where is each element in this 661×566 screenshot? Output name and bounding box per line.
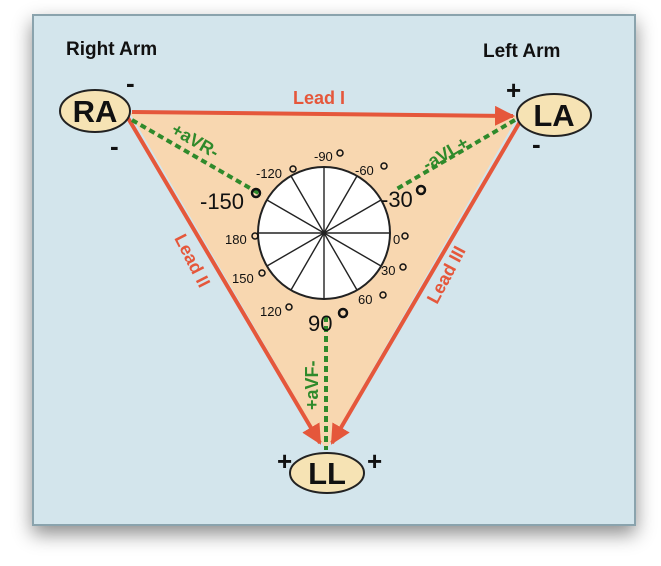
ra-bottom-sign: - [110, 131, 119, 161]
deg-symbol [415, 184, 427, 196]
la-label: LA [533, 98, 574, 133]
deg-150: 150 [232, 271, 254, 286]
lead-i-label: Lead I [293, 88, 345, 108]
deg-symbol [285, 303, 293, 311]
avf-label: +aVF- [302, 360, 322, 410]
deg-symbol [379, 291, 387, 299]
deg-minus-150: -150 [200, 189, 244, 214]
deg-minus-30: -30 [381, 187, 413, 212]
ra-top-sign: - [126, 68, 135, 98]
deg-symbol [250, 187, 262, 199]
right-arm-title: Right Arm [66, 39, 157, 60]
la-bottom-sign: - [532, 129, 541, 159]
deg-0: 0 [393, 232, 400, 247]
ll-node [289, 452, 365, 494]
lead-iii-arrow [330, 118, 523, 445]
ll-left-sign: + [277, 446, 292, 476]
deg-symbol [258, 269, 266, 277]
deg-minus-90: -90 [314, 149, 333, 164]
ra-node [59, 89, 131, 133]
la-top-sign: + [506, 75, 521, 105]
deg-60: 60 [358, 292, 372, 307]
lead-ii-arrow [126, 116, 322, 445]
deg-120: 120 [260, 304, 282, 319]
ra-label: RA [73, 94, 118, 129]
deg-symbol [380, 162, 388, 170]
deg-symbol [401, 232, 409, 240]
deg-symbol [251, 232, 259, 240]
deg-symbol [337, 307, 349, 319]
deg-30: 30 [381, 263, 395, 278]
deg-180: 180 [225, 232, 247, 247]
left-arm-title: Left Arm [483, 41, 560, 62]
avl-line [393, 118, 517, 192]
deg-symbol [399, 263, 407, 271]
deg-symbol [289, 165, 297, 173]
deg-minus-120: -120 [256, 166, 282, 181]
wheel-spokes [258, 167, 390, 299]
avr-line [131, 118, 263, 197]
deg-symbol [336, 149, 344, 157]
ll-label: LL [308, 456, 346, 491]
lead-i-arrow [131, 105, 515, 126]
la-node [516, 93, 592, 137]
deg-90: 90 [308, 311, 332, 336]
ll-right-sign: + [367, 446, 382, 476]
deg-minus-60: -60 [355, 163, 374, 178]
